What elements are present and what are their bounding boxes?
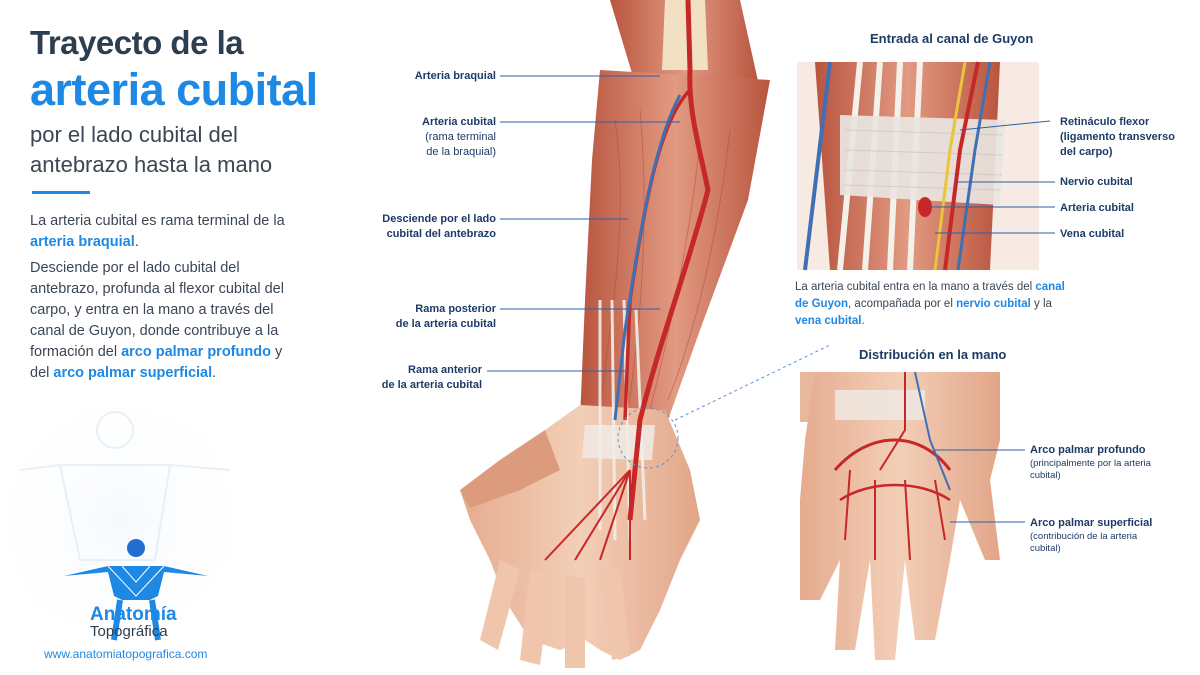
intro-p2-highlight-2: arco palmar superficial <box>53 365 213 381</box>
label-cubital-line-2: (rama terminal <box>425 131 496 143</box>
label-retinaculo-line-3: del carpo) <box>1060 146 1113 158</box>
label-retinaculo-line-1: Retináculo flexor <box>1060 116 1150 128</box>
label-retinaculo: Retináculo flexor (ligamento transverso … <box>1060 115 1195 160</box>
label-cubital-line-1: Arteria cubital <box>422 116 496 128</box>
intro-p1-highlight: arteria braquial <box>30 234 135 250</box>
intro-p2-end: . <box>212 365 217 381</box>
guyon-cap-hl-2: nervio cubital <box>956 298 1031 310</box>
label-desciende-line-2: cubital del antebrazo <box>386 228 496 240</box>
guyon-canal-inset <box>797 61 1055 271</box>
guyon-cap-text: La arteria cubital entra en la mano a tr… <box>795 281 1036 293</box>
guyon-title: Entrada al canal de Guyon <box>870 31 1034 46</box>
intro-paragraph-1: La arteria cubital es rama terminal de l… <box>30 211 300 253</box>
guyon-cap-mid-2: y la <box>1030 298 1052 310</box>
intro-p2-highlight-1: arco palmar profundo <box>121 344 271 360</box>
label-profundo-sub-2: cubital) <box>1030 470 1061 481</box>
label-desciende: Desciende por el lado cubital del antebr… <box>340 212 496 242</box>
guyon-cap-mid-1: , acompañada por el <box>848 298 957 310</box>
label-superficial-sub-2: cubital) <box>1030 543 1061 554</box>
label-nervio-cubital: Nervio cubital <box>1060 176 1133 188</box>
label-superficial-sub-1: (contribución de la arteria <box>1030 531 1138 542</box>
intro-paragraph-2: Desciende por el lado cubital del antebr… <box>30 258 300 384</box>
label-leaders <box>487 75 680 372</box>
intro-p2-mid: y del <box>30 344 283 381</box>
label-cubital-line-3: de la braquial) <box>426 146 496 158</box>
intro-p1-end: . <box>134 234 139 250</box>
label-anterior-line-1: Rama anterior <box>408 364 482 376</box>
label-superficial-title: Arco palmar superficial <box>1030 517 1153 529</box>
title-divider <box>32 191 90 194</box>
intro-p2-text: Desciende por el lado cubital del antebr… <box>30 260 284 360</box>
label-posterior-line-1: Rama posterior <box>415 303 496 315</box>
label-arteria-braquial: Arteria braquial <box>414 70 496 82</box>
label-arteria-cubital-guyon: Arteria cubital <box>1060 202 1134 214</box>
mano-title: Distribución en la mano <box>859 347 1007 362</box>
label-rama-anterior: Rama anterior de la arteria cubital <box>330 363 482 393</box>
label-posterior-line-2: de la arteria cubital <box>395 318 496 330</box>
guyon-caption: La arteria cubital entra en la mano a tr… <box>795 279 1065 330</box>
title-line-2: arteria cubital <box>30 64 318 115</box>
label-anterior-line-2: de la arteria cubital <box>381 379 482 391</box>
brand-name-2: Topográfica <box>90 623 168 640</box>
subtitle: por el lado cubital del antebrazo hasta … <box>30 122 273 177</box>
guyon-cap-hl-1: canal de Guyon <box>795 281 1065 310</box>
logo-figure <box>64 539 208 641</box>
label-arco-profundo: Arco palmar profundo (principalmente por… <box>1030 443 1180 482</box>
guyon-cap-end: . <box>861 315 865 327</box>
label-vena-cubital: Vena cubital <box>1060 228 1125 240</box>
brand-name-1: Anatomía <box>90 604 177 625</box>
intro-p1-text: La arteria cubital es rama terminal de l… <box>30 213 285 229</box>
label-rama-posterior: Rama posterior de la arteria cubital <box>340 302 496 332</box>
label-profundo-title: Arco palmar profundo <box>1030 444 1146 456</box>
label-retinaculo-line-2: (ligamento transverso <box>1060 131 1175 143</box>
label-arteria-cubital: Arteria cubital (rama terminal de la bra… <box>340 115 496 160</box>
brand-url[interactable]: www.anatomiatopografica.com <box>44 647 208 661</box>
label-profundo-sub-1: (principalmente por la arteria <box>1030 458 1151 469</box>
forearm-illustration <box>460 0 831 668</box>
title-line-1: Trayecto de la <box>30 24 244 61</box>
label-arco-superficial: Arco palmar superficial (contribución de… <box>1030 516 1180 555</box>
hand-distribution-inset <box>800 371 1025 660</box>
background-figure <box>0 370 270 670</box>
guyon-cap-hl-3: vena cubital <box>795 315 862 327</box>
label-desciende-line-1: Desciende por el lado <box>382 213 496 225</box>
